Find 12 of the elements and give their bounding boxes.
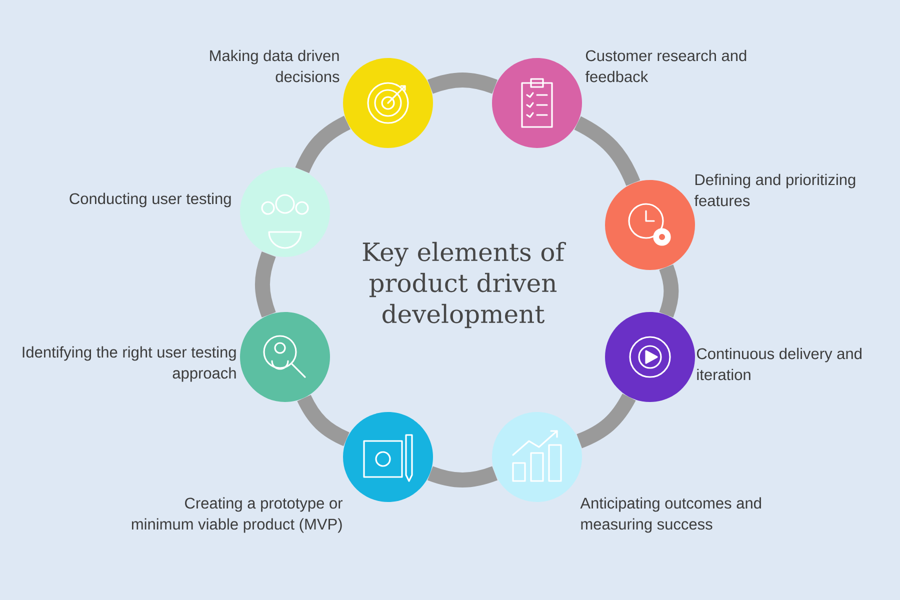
step-label: Conducting user testing (70, 192, 231, 208)
ring-segment (659, 264, 679, 318)
step-label: Customer research and feedback (585, 50, 746, 82)
step-label: Making data driven decisions (210, 50, 340, 82)
step-label: Defining and prioritizing features (694, 174, 856, 206)
step-label: Continuous delivery and iteration (697, 348, 862, 380)
step-label: Creating a prototype or minimum viable product (MVP) (132, 497, 343, 533)
ring-segment (574, 116, 640, 186)
title: Key elements of product driven development (362, 242, 566, 328)
step-label: Identifying the right user testing approach (22, 346, 236, 382)
ring-segment (254, 252, 276, 318)
step-label: Anticipating outcomes and measuring success (580, 497, 761, 533)
